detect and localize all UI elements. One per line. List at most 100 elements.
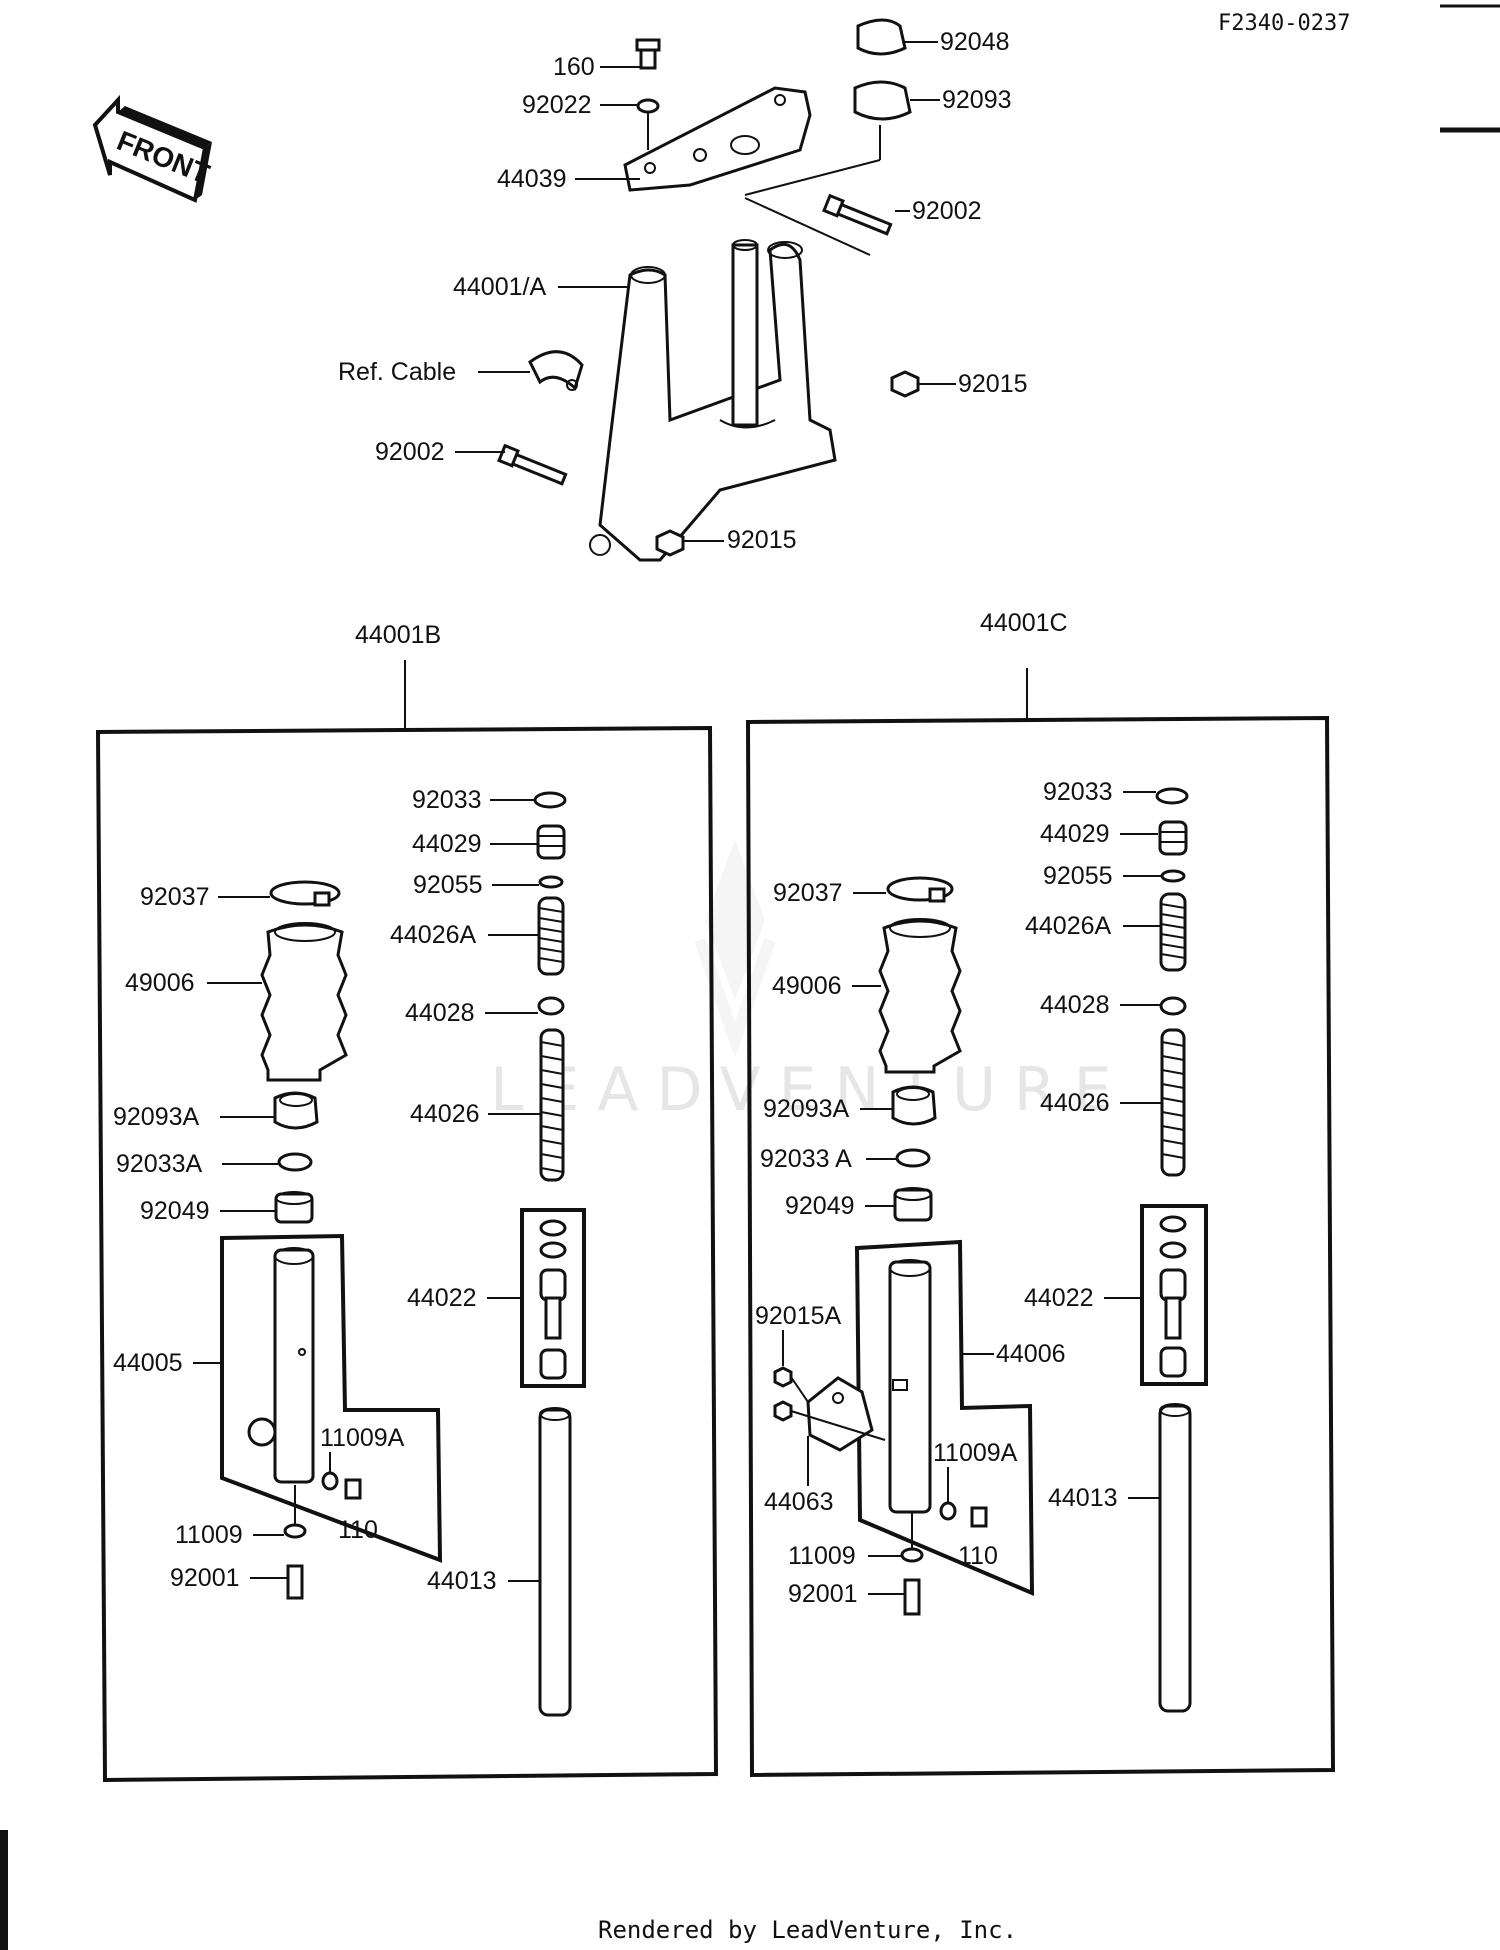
b-label-44013: 44013	[427, 1567, 497, 1595]
b-label-92055: 92055	[413, 871, 483, 899]
label-92093: 92093	[942, 86, 1012, 114]
c-label-44028: 44028	[1040, 991, 1110, 1019]
outer-tube-44005-box	[220, 1233, 443, 1563]
label-92002-left: 92002	[375, 438, 445, 466]
c-label-92033: 92033	[1043, 778, 1113, 806]
spacer-44028	[537, 996, 565, 1016]
upper-bracket-44039	[623, 86, 812, 192]
bushing-92049	[274, 1192, 314, 1224]
assembly-44001c-title: 44001C	[980, 609, 1068, 637]
assembly-44001c-frame	[745, 715, 1336, 1778]
seal-92048	[856, 18, 907, 56]
seal-92093a	[273, 1091, 319, 1130]
c-label-44022: 44022	[1024, 1284, 1094, 1312]
watermark-text: LEADVENTURE	[490, 1055, 1130, 1125]
c-gasket-11009a	[939, 1501, 957, 1521]
c-bushing-92049	[893, 1188, 933, 1222]
c-spring-44026a	[1159, 892, 1187, 972]
c-label-11009a: 11009A	[933, 1439, 1018, 1467]
label-92048: 92048	[940, 28, 1010, 56]
c-label-92093a: 92093A	[763, 1095, 850, 1123]
c-spacer-44028	[1159, 996, 1187, 1016]
c-label-92055: 92055	[1043, 862, 1113, 890]
c-circlip-92033a	[895, 1148, 931, 1168]
c-label-44026a: 44026A	[1025, 912, 1112, 940]
c-spring-44026	[1160, 1028, 1186, 1177]
piston-kit-44022-box	[520, 1208, 586, 1388]
c-label-92049: 92049	[785, 1192, 855, 1220]
c-gasket-11009	[900, 1547, 924, 1563]
gasket-11009	[283, 1523, 307, 1539]
c-outer-tube-44006	[888, 1260, 932, 1514]
label-92002-right: 92002	[912, 197, 982, 225]
c-label-44029: 44029	[1040, 820, 1110, 848]
steering-stem	[731, 243, 759, 427]
c-label-44026: 44026	[1040, 1089, 1110, 1117]
cap-44029	[536, 824, 566, 860]
gasket-11009a	[321, 1471, 339, 1491]
b-label-110: 110	[338, 1516, 378, 1544]
b-label-44026a: 44026A	[390, 921, 477, 949]
bolt-92001	[286, 1564, 304, 1600]
boot-49006	[260, 923, 348, 1082]
c-label-110: 110	[958, 1542, 998, 1570]
b-label-11009a: 11009A	[320, 1424, 405, 1452]
fork-clamp-44001a	[598, 242, 837, 562]
b-label-44005: 44005	[113, 1349, 183, 1377]
steering-stem-assembly	[497, 18, 920, 562]
c-label-44013: 44013	[1048, 1484, 1118, 1512]
c-cap-44029	[1158, 820, 1188, 856]
outer-tube-44005	[273, 1248, 315, 1484]
label-92015-bottom: 92015	[727, 526, 797, 554]
spring-44026a	[537, 896, 565, 976]
c-inner-tube-44013	[1158, 1404, 1192, 1713]
axle-boss	[247, 1417, 277, 1447]
label-44039: 44039	[497, 165, 567, 193]
inner-tube-44013	[538, 1408, 572, 1717]
bolt-92002-left	[497, 443, 568, 486]
c-boot-49006	[878, 919, 962, 1074]
b-label-44028: 44028	[405, 999, 475, 1027]
c-label-92001: 92001	[788, 1580, 858, 1608]
washer-92055	[538, 875, 564, 889]
c-circlip-92033	[1155, 787, 1189, 805]
b-label-44026: 44026	[410, 1100, 480, 1128]
b-label-92049: 92049	[140, 1197, 210, 1225]
c-label-92033a: 92033 A	[760, 1145, 852, 1173]
c-washer-92055	[1160, 869, 1186, 883]
b-label-92001: 92001	[170, 1564, 240, 1592]
assembly-44001b: 44001B	[95, 621, 719, 1783]
c-piston-kit-44022-box	[1140, 1204, 1208, 1386]
c-label-44063: 44063	[764, 1488, 834, 1516]
circlip-92033	[533, 791, 567, 809]
label-92015-right: 92015	[958, 370, 1028, 398]
bolt-92002-right	[822, 193, 893, 236]
c-label-92037: 92037	[773, 879, 843, 907]
footer-credit: Rendered by LeadVenture, Inc.	[598, 1916, 1017, 1944]
nut-92015-bottom	[655, 529, 685, 557]
nut-92015-right	[890, 370, 920, 398]
b-label-49006: 49006	[125, 969, 195, 997]
circlip-92033a	[277, 1152, 313, 1172]
assembly-44001b-frame	[95, 725, 719, 1783]
edge-mark	[0, 1830, 8, 1950]
diagram-code: F2340-0237	[1218, 11, 1350, 36]
label-160: 160	[553, 53, 595, 81]
bolt-110	[344, 1478, 362, 1500]
label-ref-cable: Ref. Cable	[338, 358, 456, 386]
b-label-44022: 44022	[407, 1284, 477, 1312]
washer-92022	[636, 98, 660, 114]
b-label-44029: 44029	[412, 830, 482, 858]
c-label-92015a: 92015A	[755, 1302, 842, 1330]
c-caliper-bracket-44063	[806, 1376, 874, 1452]
front-arrow-icon: FRONT	[92, 94, 214, 203]
c-label-11009: 11009	[788, 1542, 856, 1570]
assembly-44001b-title: 44001B	[355, 621, 441, 649]
assembly-44001c: 44001C	[745, 609, 1336, 1778]
b-label-92033: 92033	[412, 786, 482, 814]
label-92022: 92022	[522, 91, 592, 119]
c-bolt-92001	[903, 1578, 921, 1616]
b-label-11009: 11009	[175, 1521, 243, 1549]
b-label-92037: 92037	[140, 883, 210, 911]
